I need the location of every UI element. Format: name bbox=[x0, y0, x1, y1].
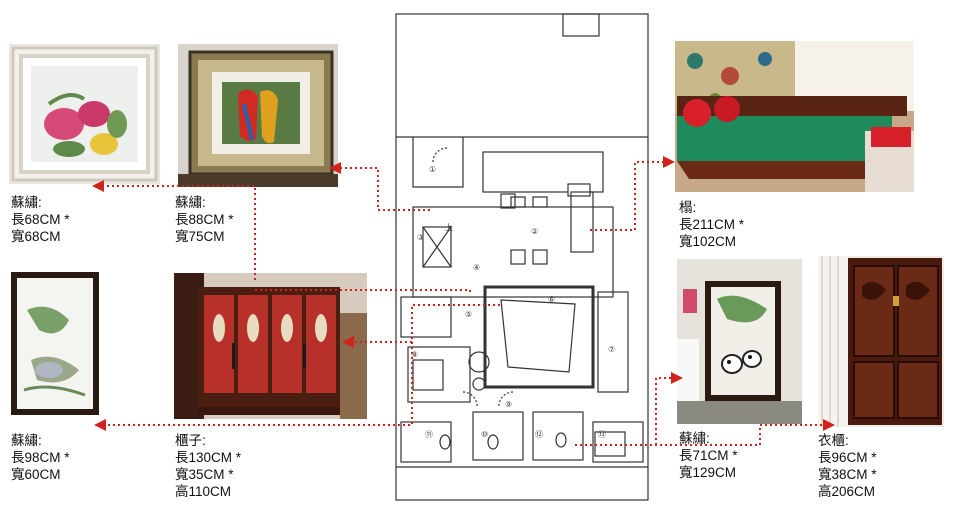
label-length: 長96CM * bbox=[818, 450, 877, 465]
label-parrot-embroidery: 蘇繡: 長88CM * 寬75CM bbox=[175, 194, 234, 245]
plan-mark-10: ⑩ bbox=[481, 430, 488, 439]
label-title: 榻: bbox=[679, 200, 697, 215]
label-length: 長88CM * bbox=[175, 212, 234, 227]
floor-plan: ① ② ③ ④ ⑤ ⑥ ⑦ ⑧ ⑨ ⑩ ⑪ ⑫ ⑬ 上 bbox=[395, 13, 649, 501]
label-title: 蘇繡: bbox=[679, 431, 710, 446]
label-width: 寬68CM bbox=[11, 229, 61, 244]
peony-embroidery-photo bbox=[9, 44, 160, 184]
label-width: 寬35CM * bbox=[175, 467, 234, 482]
label-length: 長130CM * bbox=[175, 450, 242, 465]
plan-mark-1: ① bbox=[429, 165, 436, 174]
label-wardrobe: 衣櫃: 長96CM * 寬38CM * 高206CM bbox=[818, 432, 877, 500]
label-width: 寬38CM * bbox=[818, 467, 877, 482]
label-daybed: 榻: 長211CM * 寬102CM bbox=[679, 199, 744, 250]
plan-mark-6: ⑥ bbox=[548, 295, 555, 304]
tall-embroidery-photo bbox=[9, 270, 101, 417]
label-width: 寬129CM bbox=[679, 465, 737, 480]
label-width: 寬60CM bbox=[11, 467, 61, 482]
plan-mark-4: ④ bbox=[473, 263, 480, 272]
plan-mark-2: ② bbox=[531, 227, 538, 236]
label-height: 高110CM bbox=[175, 484, 232, 499]
plan-mark-up: 上 bbox=[445, 223, 453, 232]
plan-mark-5: ⑤ bbox=[465, 310, 472, 319]
label-peony-embroidery: 蘇繡: 長68CM * 寬68CM bbox=[11, 194, 70, 245]
plan-mark-13: ⑬ bbox=[598, 430, 606, 439]
plan-mark-9: ⑨ bbox=[505, 400, 512, 409]
label-tall-embroidery: 蘇繡: 長98CM * 寬60CM bbox=[11, 432, 70, 483]
plan-mark-7: ⑦ bbox=[608, 345, 615, 354]
plan-mark-12: ⑫ bbox=[535, 430, 543, 439]
daybed-photo bbox=[675, 41, 914, 192]
plan-mark-3: ③ bbox=[417, 233, 424, 242]
wardrobe-photo bbox=[818, 256, 944, 427]
label-title: 蘇繡: bbox=[175, 195, 206, 210]
label-title: 衣櫃: bbox=[818, 433, 849, 448]
label-height: 高206CM bbox=[818, 484, 876, 499]
label-title: 櫃子: bbox=[175, 433, 206, 448]
label-width: 寬75CM bbox=[175, 229, 225, 244]
label-length: 長211CM * bbox=[679, 217, 745, 232]
parrot-embroidery-photo bbox=[178, 44, 338, 187]
label-panda-embroidery: 蘇繡: 長71CM * 寬129CM bbox=[679, 430, 738, 481]
plan-mark-11: ⑪ bbox=[425, 430, 433, 439]
plan-mark-8: ⑧ bbox=[411, 350, 418, 359]
panda-embroidery-photo bbox=[677, 259, 802, 424]
label-title: 蘇繡: bbox=[11, 195, 42, 210]
label-cabinet: 櫃子: 長130CM * 寬35CM * 高110CM bbox=[175, 432, 241, 500]
label-length: 長98CM * bbox=[11, 450, 70, 465]
cabinet-photo bbox=[174, 273, 367, 419]
label-length: 長71CM * bbox=[679, 448, 738, 463]
label-title: 蘇繡: bbox=[11, 433, 42, 448]
label-width: 寬102CM bbox=[679, 234, 737, 249]
label-length: 長68CM * bbox=[11, 212, 70, 227]
